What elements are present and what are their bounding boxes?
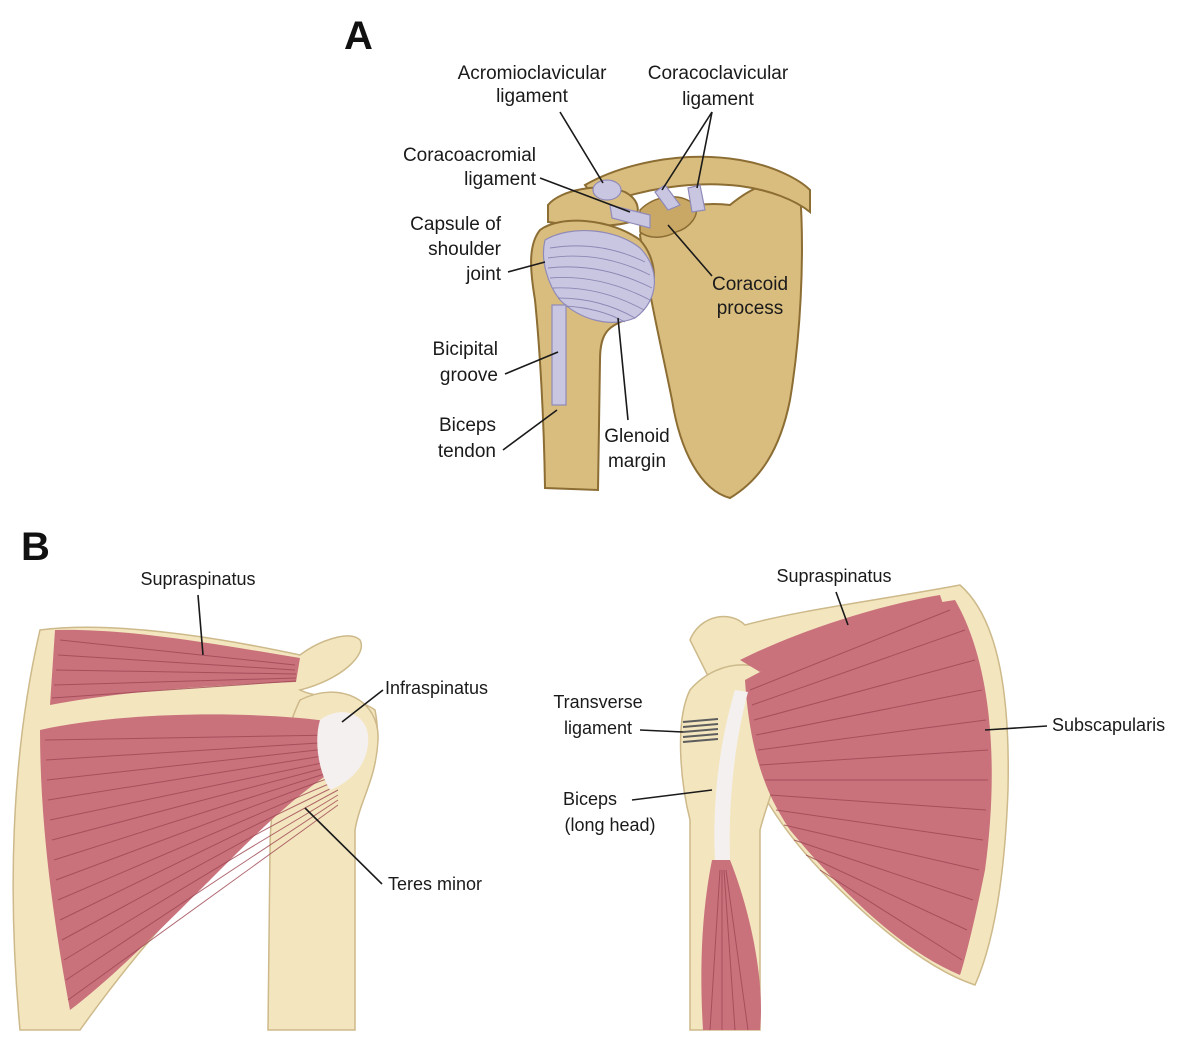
label-glenoid-1: Glenoid: [604, 426, 670, 447]
panel-b-letter: B: [21, 525, 50, 569]
leader-glenoid: [618, 318, 628, 420]
label-coracoid-2: process: [717, 298, 784, 319]
label-capsule-3: joint: [465, 264, 502, 285]
panel-b: B: [13, 525, 1165, 1030]
label-capsule-2: shoulder: [428, 239, 502, 260]
posterior-view: Supraspinatus Infraspinatus Teres minor: [13, 569, 488, 1030]
label-coracoid-1: Coracoid: [712, 274, 788, 295]
biceps-tendon: [552, 305, 566, 405]
label-bicipital-1: Bicipital: [433, 339, 498, 360]
label-biceps-tendon-1: Biceps: [439, 415, 496, 436]
label-biceps-long-1: Biceps: [563, 789, 617, 809]
label-transverse-2: ligament: [564, 718, 632, 738]
label-biceps-tendon-2: tendon: [438, 441, 496, 462]
acromioclavicular-ligament: [593, 180, 621, 200]
panel-a-letter: A: [344, 14, 373, 58]
label-coracoacromial-2: ligament: [464, 169, 537, 190]
panel-a: A Acromioclavicular ligament: [344, 14, 810, 498]
label-infraspinatus: Infraspinatus: [385, 678, 488, 698]
label-capsule-1: Capsule of: [410, 214, 502, 235]
label-biceps-long-2: (long head): [564, 815, 655, 835]
label-teres-minor: Teres minor: [388, 874, 482, 894]
anterior-view: Supraspinatus Transverse ligament Subsca…: [553, 566, 1165, 1030]
label-transverse-1: Transverse: [553, 692, 642, 712]
leader-transverse: [640, 730, 683, 732]
label-coracoclavicular-2: ligament: [682, 89, 755, 110]
label-glenoid-2: margin: [608, 451, 666, 472]
label-coracoacromial-1: Coracoacromial: [403, 145, 536, 166]
label-acromioclavicular-1: Acromioclavicular: [458, 63, 608, 84]
label-coracoclavicular-1: Coracoclavicular: [648, 63, 789, 84]
label-bicipital-2: groove: [440, 365, 498, 386]
label-subscapularis: Subscapularis: [1052, 715, 1165, 735]
label-acromioclavicular-2: ligament: [496, 86, 569, 107]
label-supraspinatus-right: Supraspinatus: [776, 566, 891, 586]
label-supraspinatus-left: Supraspinatus: [140, 569, 255, 589]
leader-acromioclavicular: [560, 112, 603, 183]
